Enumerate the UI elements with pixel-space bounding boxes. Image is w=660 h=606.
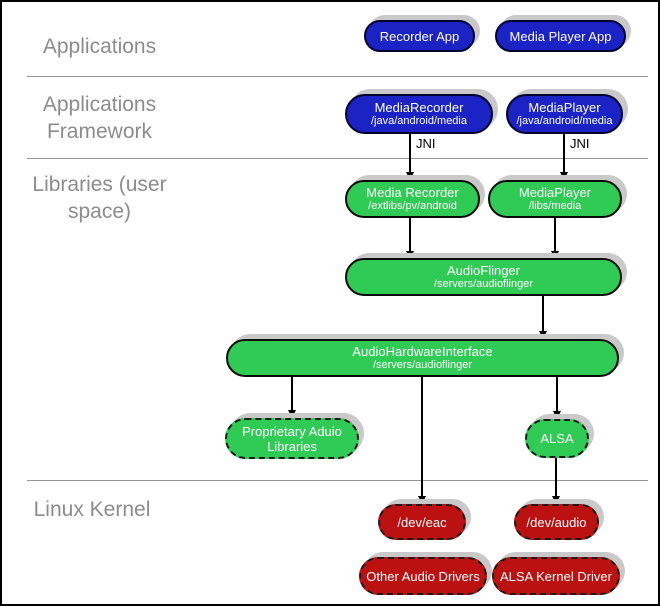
jni-label-left: JNI	[416, 136, 436, 151]
node-title: /dev/eac	[397, 514, 447, 530]
connector-mplib-audioflinger	[554, 218, 556, 252]
node-title: MediaPlayer	[518, 185, 592, 200]
node-mediaplayer-library: MediaPlayer /libs/media	[488, 180, 622, 218]
node-audioflinger: AudioFlinger /servers/audioflinger	[345, 258, 622, 296]
arrowhead-into-dev-audio	[552, 496, 560, 504]
connector-mrlib-audioflinger	[409, 218, 411, 252]
node-path: /extlibs/pv/android	[368, 200, 457, 212]
arrowhead-into-mediaplayer-lib	[560, 172, 568, 180]
connector-mediarecorder-jni	[409, 134, 411, 173]
node-dev-eac: /dev/eac	[378, 504, 466, 540]
section-divider-libraries-kernel	[27, 480, 648, 481]
section-label-libraries-user-space: Libraries (user space)	[32, 173, 167, 223]
section-label-applications: Applications	[42, 35, 157, 58]
node-recorder-app: Recorder App	[364, 20, 475, 52]
arrowhead-into-dev-eac	[418, 496, 426, 504]
node-path: /servers/audioflinger	[372, 359, 473, 371]
node-proprietary-audio-libraries: Proprietary Aduio Libraries	[225, 418, 359, 459]
arrowhead-into-ahi	[539, 331, 547, 339]
node-title: AudioHardwareInterface	[352, 344, 493, 359]
connector-alsa-dev-audio	[555, 458, 557, 497]
jni-label-right: JNI	[570, 136, 590, 151]
section-divider-framework-libraries	[27, 158, 648, 159]
connector-ahi-dev-eac	[421, 377, 423, 497]
node-path: /servers/audioflinger	[433, 278, 534, 290]
node-alsa-kernel-driver: ALSA Kernel Driver	[492, 557, 620, 595]
node-path: /java/android/media	[370, 115, 467, 127]
node-mediaplayer-framework: MediaPlayer /java/android/media	[506, 94, 623, 134]
connector-ahi-proprietary	[291, 377, 293, 411]
arrowhead-into-proprietary	[288, 410, 296, 418]
node-title: Media Recorder	[366, 185, 459, 200]
node-other-audio-drivers: Other Audio Drivers	[359, 557, 487, 595]
connector-audioflinger-ahi	[542, 296, 544, 332]
node-title: MediaPlayer	[528, 100, 601, 115]
node-title: Proprietary Aduio Libraries	[242, 423, 342, 454]
connector-mediaplayer-jni	[563, 134, 565, 173]
node-media-recorder-library: Media Recorder /extlibs/pv/android	[345, 180, 480, 218]
node-mediarecorder-framework: MediaRecorder /java/android/media	[345, 94, 493, 134]
section-label-applications-framework: Applications Framework	[42, 93, 157, 143]
node-media-player-app: Media Player App	[495, 20, 626, 52]
node-title: AudioFlinger	[447, 263, 520, 278]
node-title: MediaRecorder	[374, 100, 464, 115]
node-title: ALSA	[540, 431, 574, 446]
node-dev-audio: /dev/audio	[514, 504, 599, 540]
node-title: Other Audio Drivers	[366, 568, 480, 584]
node-title: ALSA Kernel Driver	[500, 568, 612, 584]
node-title: Recorder App	[379, 28, 460, 44]
node-alsa: ALSA	[525, 419, 589, 458]
connector-ahi-alsa	[556, 377, 558, 412]
arrowhead-into-alsa	[553, 411, 561, 419]
node-path: /java/android/media	[516, 115, 613, 127]
node-audiohardwareinterface: AudioHardwareInterface /servers/audiofli…	[226, 339, 619, 377]
node-title: Media Player App	[509, 28, 612, 44]
arrowhead-into-media-recorder-lib	[406, 172, 414, 180]
section-label-linux-kernel: Linux Kernel	[33, 498, 151, 521]
arrowhead-into-audioflinger-left	[406, 251, 414, 259]
arrowhead-into-audioflinger-right	[551, 251, 559, 259]
node-title: /dev/audio	[526, 514, 587, 530]
section-divider-applications-framework	[27, 76, 648, 77]
node-path: /libs/media	[528, 200, 582, 212]
